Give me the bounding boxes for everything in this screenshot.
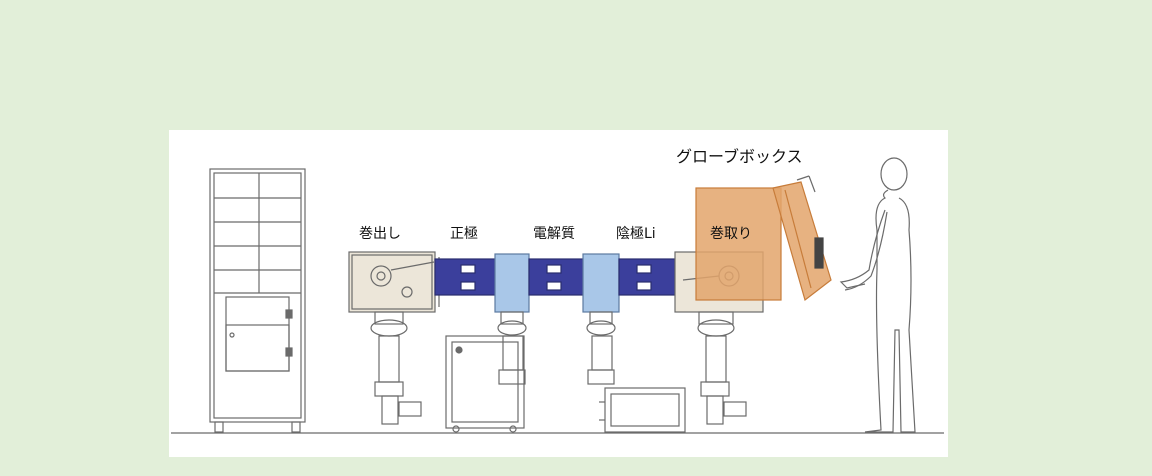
operator-figure [839,157,916,433]
transfer-tube-anode-li [618,258,676,296]
label-glovebox: グローブボックス [676,147,803,166]
vacuum-pump-box [599,387,686,433]
deposition-chamber-1 [494,253,530,385]
label-rewind: 巻取り [710,226,752,242]
glovebox [695,175,832,302]
control-rack [209,168,306,433]
transfer-tube-cathode [434,258,498,296]
unwind-chamber [348,251,440,425]
equipment-diagram: 巻出し 正極 電解質 陰極Li 巻取り グローブボックス [169,130,948,457]
transfer-tube-electrolyte [528,258,586,296]
label-unwind: 巻出し [359,226,401,242]
label-cathode: 正極 [450,226,478,242]
cabinet-1 [445,335,525,433]
label-electrolyte: 電解質 [533,226,575,242]
deposition-chamber-2 [582,253,620,385]
label-anode-li: 陰極Li [616,226,656,242]
